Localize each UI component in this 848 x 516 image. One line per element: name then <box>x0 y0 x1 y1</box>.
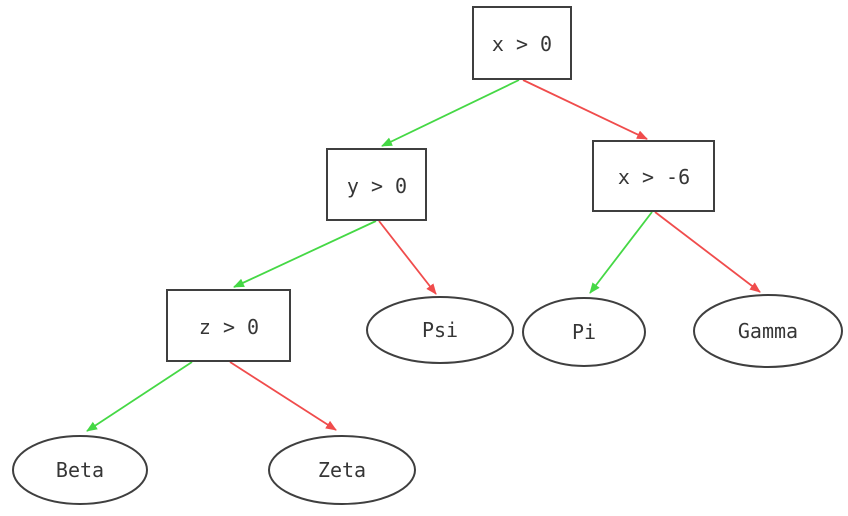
edge-y-to-psi-false <box>378 220 437 295</box>
decision-node-z-gt-0: z > 0 <box>166 289 291 362</box>
leaf-node-ellipse <box>693 294 843 368</box>
leaf-node-label: Pi <box>572 320 596 344</box>
decision-node-box <box>326 148 427 221</box>
decision-node-label: x > -6 <box>618 165 690 189</box>
leaf-node-psi: Psi <box>366 296 514 364</box>
decision-node-label: y > 0 <box>347 174 407 198</box>
leaf-node-ellipse <box>366 296 514 364</box>
leaf-node-label: Beta <box>56 458 104 482</box>
decision-node-box <box>592 140 715 212</box>
edge-root-to-y-true <box>381 79 520 147</box>
decision-node-x-gt-0: x > 0 <box>472 6 572 80</box>
leaf-node-ellipse <box>12 435 148 505</box>
edge-root-to-x6-false <box>522 79 648 140</box>
leaf-node-ellipse <box>522 297 646 367</box>
decision-node-label: x > 0 <box>492 32 552 56</box>
leaf-node-zeta: Zeta <box>268 435 416 505</box>
decision-node-y-gt-0: y > 0 <box>326 148 427 221</box>
edge-y-to-z-true <box>233 220 377 288</box>
decision-node-x-gt-neg6: x > -6 <box>592 140 715 212</box>
edge-x6-to-gamma-false <box>654 211 761 293</box>
edge-x6-to-pi-true <box>589 211 653 294</box>
leaf-node-label: Gamma <box>738 319 798 343</box>
leaf-node-pi: Pi <box>522 297 646 367</box>
decision-node-label: z > 0 <box>199 315 259 339</box>
leaf-node-gamma: Gamma <box>693 294 843 368</box>
leaf-node-label: Zeta <box>318 458 366 482</box>
leaf-node-ellipse <box>268 435 416 505</box>
leaf-node-beta: Beta <box>12 435 148 505</box>
leaf-node-label: Psi <box>422 318 458 342</box>
edge-z-to-beta-true <box>86 361 193 432</box>
decision-node-box <box>472 6 572 80</box>
decision-node-box <box>166 289 291 362</box>
edge-z-to-zeta-false <box>229 361 337 431</box>
